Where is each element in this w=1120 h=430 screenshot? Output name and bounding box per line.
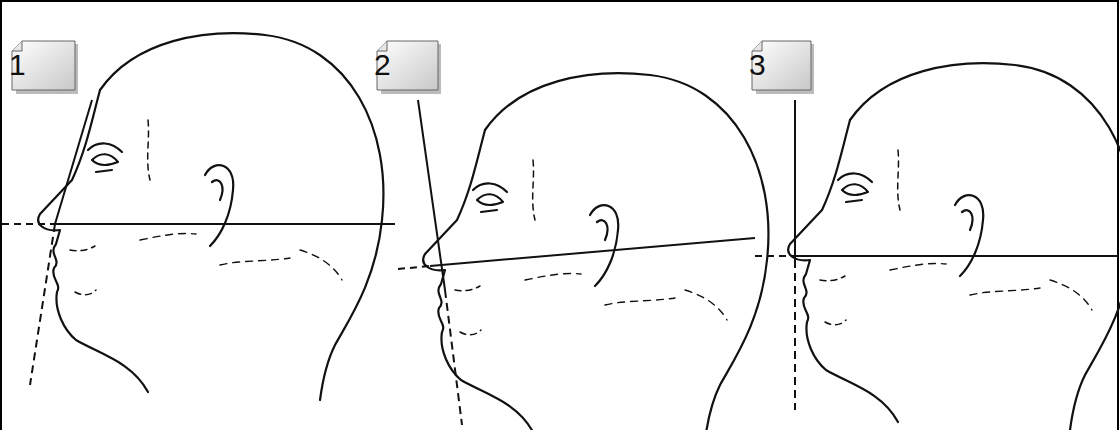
callout-number: 3 bbox=[749, 50, 766, 80]
tag-label: 2 bbox=[375, 40, 443, 95]
tag-label: 1 bbox=[10, 40, 80, 95]
tag-label: 3 bbox=[750, 40, 816, 95]
callout-number: 2 bbox=[374, 50, 391, 80]
callout-number: 1 bbox=[9, 50, 26, 80]
